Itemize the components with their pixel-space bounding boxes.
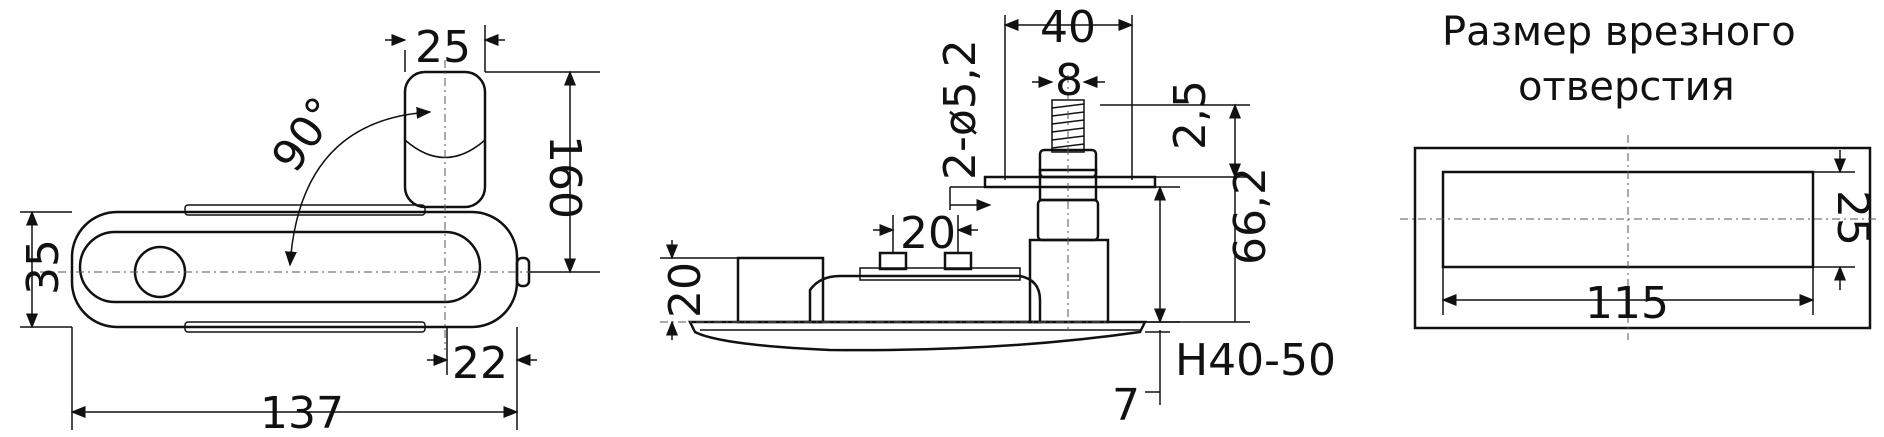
threaded-stud — [1051, 99, 1085, 153]
dim-h-range: H40-50 — [1175, 335, 1336, 386]
mid-housing — [808, 274, 1042, 324]
left-dimensions: 25 160 90° 35 22 137 — [18, 22, 600, 437]
cutout-view: Размер врезного отверстия 25 115 — [1400, 9, 1880, 340]
handle-top-view — [40, 60, 560, 350]
dim-25-top: 25 — [415, 22, 471, 73]
dim-cut-25: 25 — [1827, 190, 1878, 246]
cutout-title-line1: Размер врезного — [1442, 9, 1796, 55]
angle-90: 90° — [262, 88, 349, 181]
lock-body — [1028, 238, 1110, 324]
dim-20-height: 20 — [660, 262, 711, 318]
dim-2-5: 2,5 — [1165, 80, 1216, 150]
bracket-plate — [983, 175, 1157, 189]
dim-cut-115: 115 — [1585, 278, 1669, 329]
base-plate — [687, 320, 1148, 352]
dim-20-mount: 20 — [900, 208, 956, 259]
dim-160: 160 — [539, 135, 590, 219]
dim-66-2: 66,2 — [1225, 167, 1276, 265]
panel-outline — [1413, 146, 1872, 330]
handle-slot — [78, 230, 482, 304]
dim-holes: 2-ø5,2 — [935, 39, 986, 180]
middle-dimensions: 2-ø5,2 40 8 2,5 66,2 20 20 H40-50 — [660, 2, 1336, 431]
dim-40: 40 — [1040, 2, 1096, 53]
dim-137: 137 — [260, 388, 344, 437]
dim-35: 35 — [18, 239, 69, 295]
dim-8: 8 — [1055, 55, 1083, 106]
cutout-title-line2: отверстия — [1518, 64, 1735, 110]
dim-22: 22 — [452, 338, 508, 389]
dim-7: 7 — [1112, 380, 1140, 431]
